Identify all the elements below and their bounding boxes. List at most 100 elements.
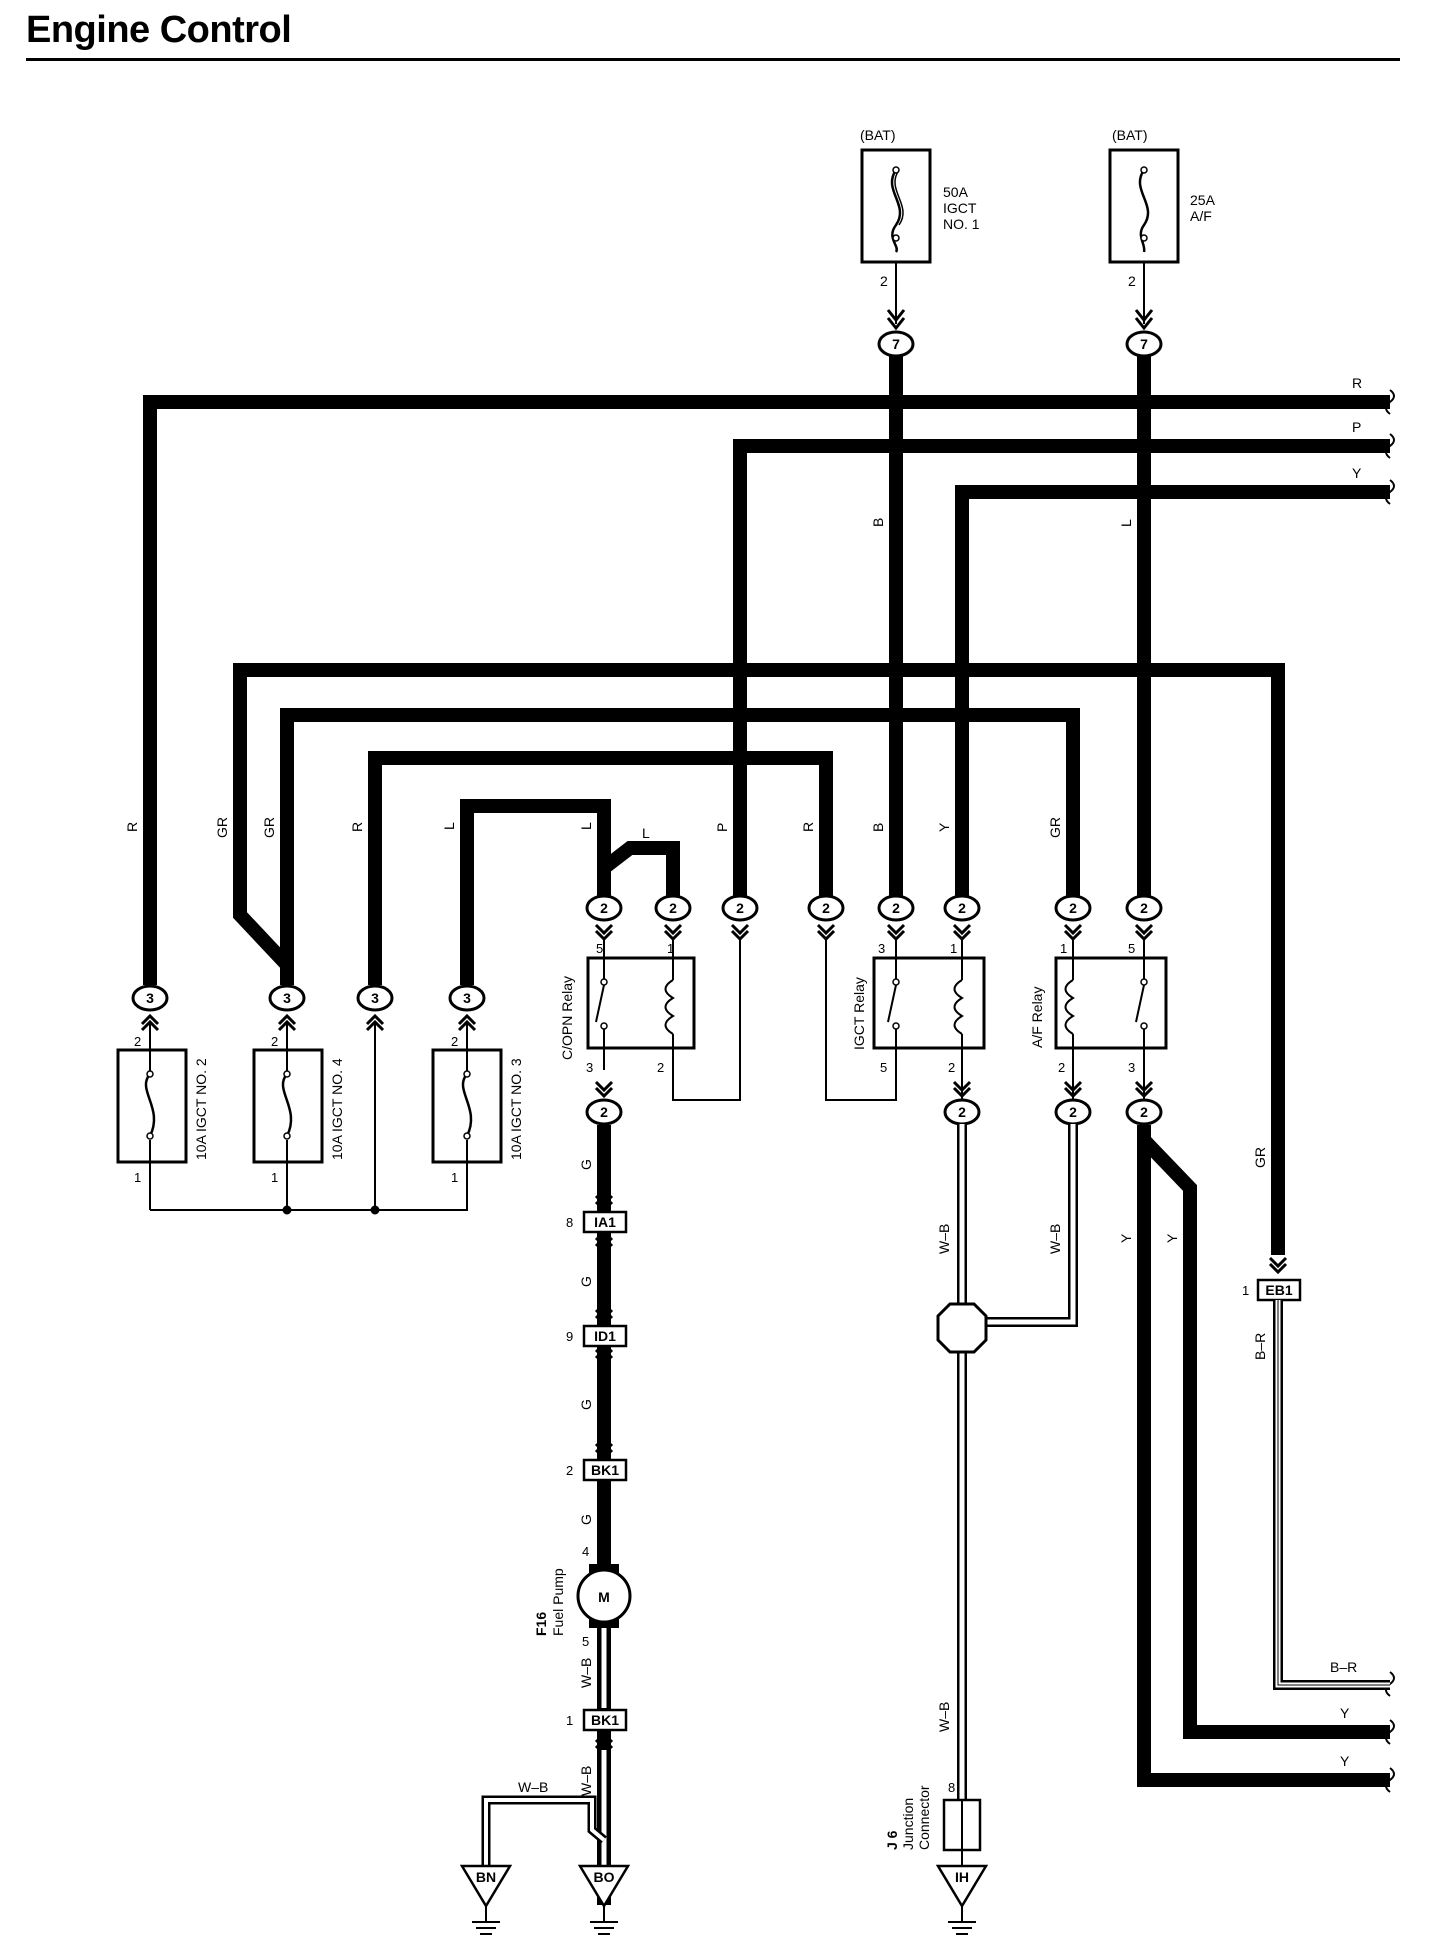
svg-text:1: 1: [1242, 1283, 1249, 1298]
svg-text:2: 2: [134, 1034, 141, 1049]
wire-y5-label: Y: [1340, 1705, 1350, 1721]
pump-name: Fuel Pump: [550, 1568, 566, 1636]
fuse-bus: [150, 1022, 468, 1215]
wire-g3-label: G: [578, 1399, 594, 1410]
svg-text:2: 2: [736, 900, 744, 916]
wb-ground-wires: W–B W–B W–B 8 J 6 Junction Connector: [884, 1124, 1078, 1866]
wire-r2-label: R: [124, 822, 140, 832]
svg-text:3: 3: [586, 1060, 593, 1075]
svg-text:2: 2: [271, 1034, 278, 1049]
svg-text:W–B: W–B: [518, 1779, 548, 1795]
svg-text:W–B: W–B: [1047, 1224, 1063, 1254]
fuse-af: (BAT) 25A A/F 2 7: [1108, 127, 1216, 358]
svg-text:2: 2: [600, 900, 608, 916]
svg-text:3: 3: [146, 990, 154, 1006]
grounds: BN BO IH: [459, 1864, 989, 1935]
fuse-no2-label: 10A IGCT NO. 2: [193, 1058, 209, 1160]
page-title: Engine Control: [26, 9, 292, 51]
svg-text:2: 2: [1058, 1060, 1065, 1075]
title-bar: Engine Control: [26, 8, 1400, 61]
wire-color-labels: R P Y B L R GR GR R L L L P R B Y GR GR …: [124, 375, 1362, 1769]
ground-bn: BN: [459, 1864, 513, 1935]
svg-text:2: 2: [1069, 1104, 1077, 1120]
chevrons-top: [594, 923, 1154, 942]
wire-y2-label: Y: [936, 822, 952, 832]
relay-af-label: A/F Relay: [1029, 987, 1045, 1048]
wire-y4-label: Y: [1164, 1233, 1180, 1243]
svg-text:3: 3: [1128, 1060, 1135, 1075]
fuse-igct-no1: (BAT) 50A IGCT NO. 1 2 7: [860, 127, 980, 358]
wire-gr-label-1: GR: [214, 817, 230, 838]
ground-ih: IH: [935, 1864, 989, 1935]
fuse-top-1-rating: 50A: [943, 184, 969, 200]
svg-text:1: 1: [1060, 941, 1067, 956]
svg-text:BO: BO: [594, 1869, 615, 1885]
bat-label-2: (BAT): [1112, 127, 1148, 143]
ground-bo: BO: [577, 1864, 631, 1935]
fuse-igct-no2: 2 1 10A IGCT NO. 2: [116, 1022, 209, 1210]
wire-b2-label: B: [870, 823, 886, 832]
svg-text:2: 2: [1069, 900, 1077, 916]
wire-gr-label-3: GR: [1047, 817, 1063, 838]
relay-connectors-bottom: 2 2 2 2: [585, 1098, 1163, 1126]
conn-ia1: IA1 8: [566, 1210, 628, 1234]
fuse-top-2-name: A/F: [1190, 208, 1212, 224]
wire-g1-label: G: [578, 1159, 594, 1170]
wire-l2-label: L: [441, 822, 457, 830]
harness-wires: [143, 356, 1390, 1905]
svg-text:B–R: B–R: [1330, 1659, 1357, 1675]
svg-text:5: 5: [1128, 941, 1135, 956]
connectors-3-row: 3 3 3 3: [131, 984, 486, 1012]
svg-text:2: 2: [451, 1034, 458, 1049]
pump-code: F16: [533, 1612, 549, 1636]
svg-text:IA1: IA1: [594, 1214, 616, 1230]
fuse-igct-no3: 2 1 10A IGCT NO. 3: [431, 1022, 524, 1210]
fuse-top-1-pin: 2: [880, 273, 888, 289]
svg-text:W–B: W–B: [936, 1702, 952, 1732]
wire-r4-label: R: [800, 822, 816, 832]
svg-text:Connector: Connector: [916, 1785, 932, 1850]
svg-text:1: 1: [950, 941, 957, 956]
fuse-top-2-rating: 25A: [1190, 192, 1216, 208]
svg-text:IH: IH: [955, 1869, 969, 1885]
fuse-no4-label: 10A IGCT NO. 4: [329, 1058, 345, 1160]
splice-point: [936, 1302, 988, 1354]
svg-text:Junction: Junction: [900, 1798, 916, 1850]
svg-text:3: 3: [371, 990, 379, 1006]
svg-text:W–B: W–B: [936, 1224, 952, 1254]
svg-text:1: 1: [667, 941, 674, 956]
fuse-top-2-pin: 2: [1128, 273, 1136, 289]
wire-tails: [1385, 389, 1395, 1793]
wire-y-label: Y: [1352, 465, 1362, 481]
svg-text:8: 8: [948, 1780, 955, 1795]
wire-gr-label-4: GR: [1252, 1147, 1268, 1168]
bat-label-1: (BAT): [860, 127, 896, 143]
fuse-top-1-no: NO. 1: [943, 216, 980, 232]
conn-bk1-top: BK1 2: [566, 1458, 628, 1482]
wire-g2-label: G: [578, 1276, 594, 1287]
wire-l3-label: L: [578, 822, 594, 830]
svg-text:2: 2: [948, 1060, 955, 1075]
wire-l-label: L: [1118, 519, 1134, 527]
svg-text:EB1: EB1: [1265, 1282, 1292, 1298]
svg-text:5: 5: [880, 1060, 887, 1075]
svg-text:3: 3: [283, 990, 291, 1006]
wire-p-label: P: [1352, 419, 1361, 435]
svg-text:1: 1: [134, 1170, 141, 1185]
svg-text:5: 5: [582, 1634, 589, 1649]
svg-text:2: 2: [822, 900, 830, 916]
fuse-top-1-name: IGCT: [943, 200, 977, 216]
svg-text:1: 1: [271, 1170, 278, 1185]
relay-af: 1 5 2 3 A/F Relay: [1029, 940, 1168, 1100]
svg-text:2: 2: [1140, 1104, 1148, 1120]
svg-text:BK1: BK1: [591, 1712, 619, 1728]
svg-text:BK1: BK1: [591, 1462, 619, 1478]
svg-text:W–B: W–B: [578, 1658, 594, 1688]
conn-id1: ID1 9: [566, 1324, 628, 1348]
svg-text:W–B: W–B: [578, 1766, 594, 1796]
junction-code: J 6: [884, 1830, 900, 1850]
svg-text:2: 2: [958, 900, 966, 916]
wire-y6-label: Y: [1340, 1753, 1350, 1769]
eb1-branch: EB1 1 B–R B–R: [1242, 1256, 1390, 1690]
